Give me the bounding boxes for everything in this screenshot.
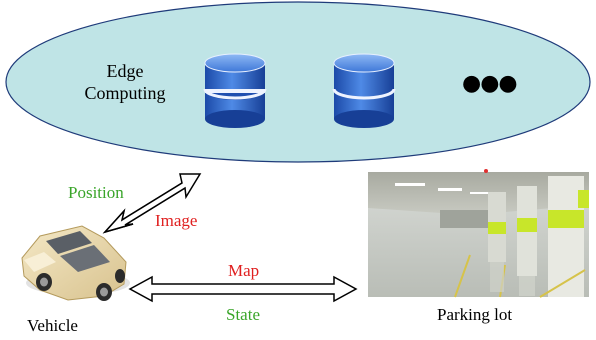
parking-lot-image: [368, 169, 589, 298]
position-label: Position: [68, 183, 124, 202]
more-nodes-icon: ●●●: [462, 71, 518, 96]
map-label: Map: [228, 261, 260, 280]
position-image-arrow: [102, 173, 202, 234]
edge-computing-label: Edge Computing: [70, 60, 180, 104]
edge-label-line1: Edge: [106, 61, 144, 81]
car-icon: [21, 225, 130, 301]
vehicle-label: Vehicle: [27, 316, 78, 335]
state-label: State: [226, 305, 260, 324]
parking-lot-label: Parking lot: [437, 305, 513, 324]
database-icon: [332, 53, 396, 128]
edge-computing-ellipse: [5, 1, 591, 163]
edge-label-line2: Computing: [84, 83, 166, 103]
image-label: Image: [155, 211, 198, 230]
database-icon: [203, 53, 267, 128]
map-state-arrow: [128, 275, 358, 303]
